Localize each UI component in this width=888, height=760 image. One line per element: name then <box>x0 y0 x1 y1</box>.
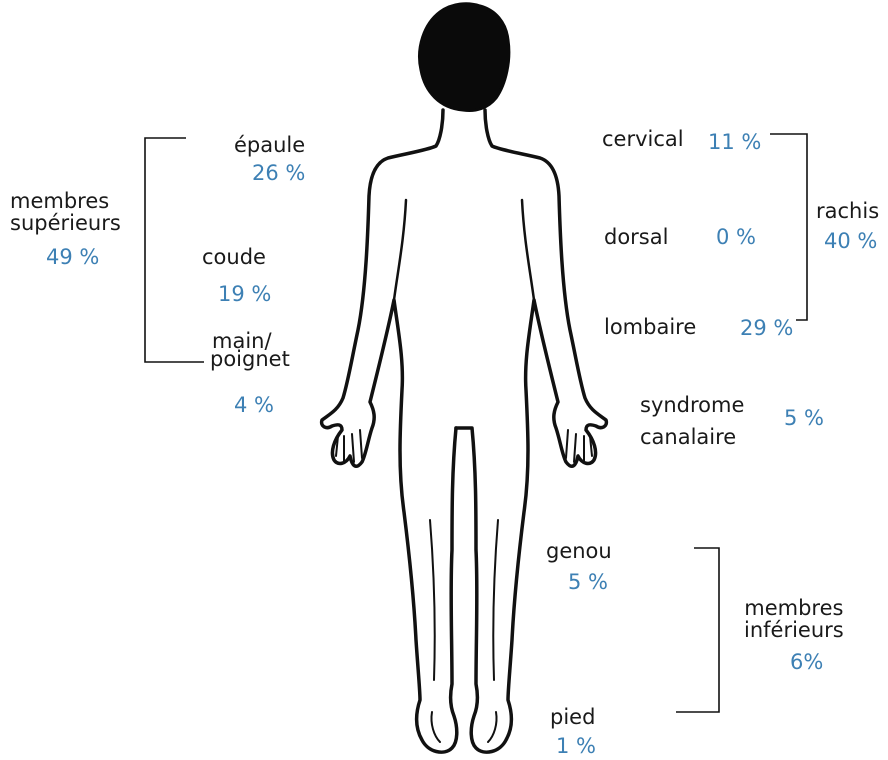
region-dorsal-percent: 0 % <box>716 226 756 248</box>
region-elbow-label: coude <box>202 246 266 268</box>
region-carpal-tunnel-line1: syndrome <box>640 394 744 416</box>
region-knee-label: genou <box>546 540 612 562</box>
group-lower-limbs-percent: 6% <box>790 651 823 673</box>
region-elbow-percent: 19 % <box>218 283 271 305</box>
group-upper-limbs-label: membres supérieurs <box>10 190 121 234</box>
region-foot-label: pied <box>550 706 595 728</box>
group-lower-limbs-line2: inférieurs <box>744 619 844 641</box>
group-lower-limbs-line1: membres <box>744 597 844 619</box>
bracket-upper-limbs <box>145 138 204 362</box>
region-foot-percent: 1 % <box>556 735 596 757</box>
bracket-lower-limbs <box>676 548 719 712</box>
leg-line-right <box>493 520 498 680</box>
group-spine-percent: 40 % <box>824 230 877 252</box>
bracket-spine <box>770 134 807 320</box>
region-carpal-tunnel-line2: canalaire <box>640 426 744 448</box>
region-hand-wrist-percent: 4 % <box>234 394 274 416</box>
arm-inner-right <box>522 200 534 300</box>
group-spine-label: rachis <box>816 200 879 222</box>
region-lumbar-label: lombaire <box>604 316 696 338</box>
body-outline-left <box>322 110 457 752</box>
body-outline-right <box>456 110 606 752</box>
leg-line-left <box>430 520 435 680</box>
region-lumbar-percent: 29 % <box>740 317 793 339</box>
region-cervical-percent: 11 % <box>708 131 761 153</box>
group-upper-limbs-percent: 49 % <box>46 246 99 268</box>
region-carpal-tunnel-percent: 5 % <box>784 407 824 429</box>
group-upper-limbs-line2: supérieurs <box>10 212 121 234</box>
region-dorsal-label: dorsal <box>604 226 668 248</box>
group-upper-limbs-line1: membres <box>10 190 121 212</box>
region-carpal-tunnel-label: syndrome canalaire <box>640 394 744 448</box>
region-hand-wrist-line2: poignet <box>210 348 290 370</box>
region-cervical-label: cervical <box>602 128 684 150</box>
region-shoulder-label: épaule <box>234 134 305 156</box>
hair-icon <box>420 4 509 111</box>
feet-icon <box>431 712 496 742</box>
human-back-icon <box>322 4 607 752</box>
region-shoulder-percent: 26 % <box>252 162 305 184</box>
region-hand-wrist-label: main/ poignet <box>212 330 290 370</box>
group-lower-limbs-label: membres inférieurs <box>744 597 844 641</box>
arm-inner-left <box>394 200 406 300</box>
region-knee-percent: 5 % <box>568 571 608 593</box>
